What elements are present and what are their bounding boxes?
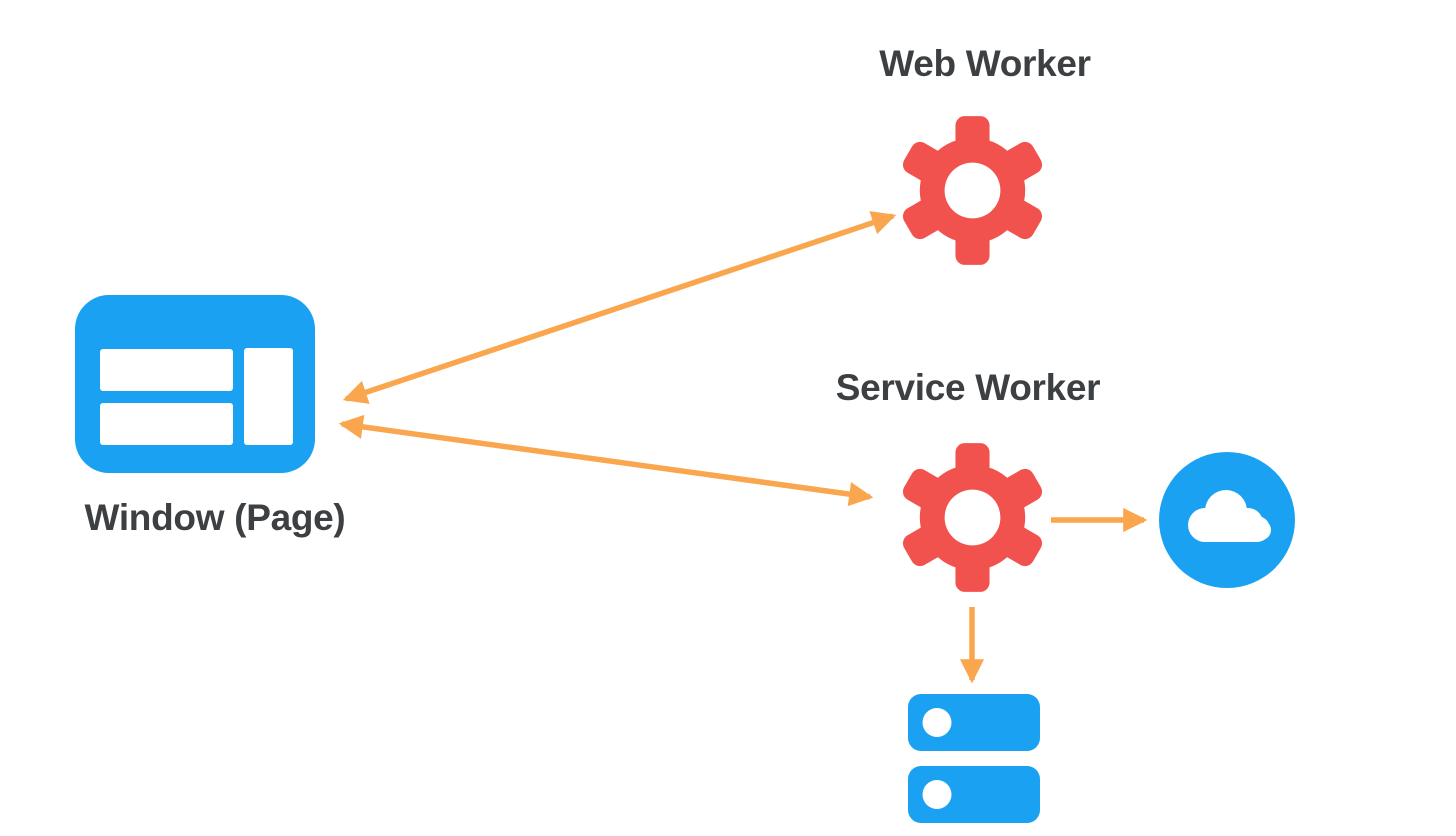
service-worker-label: Service Worker	[835, 367, 1101, 408]
web-worker-label: Web Worker	[879, 43, 1091, 84]
web-worker-gear-icon	[902, 116, 1043, 265]
database-stack-icon	[908, 694, 1040, 823]
window-serviceworker-arrow	[338, 414, 874, 507]
browser-window-icon	[75, 295, 315, 473]
window-webworker-arrow	[342, 211, 897, 404]
window-label: Window (Page)	[84, 497, 346, 538]
service-worker-gear-icon	[902, 443, 1043, 592]
cloud-icon	[1159, 452, 1295, 588]
